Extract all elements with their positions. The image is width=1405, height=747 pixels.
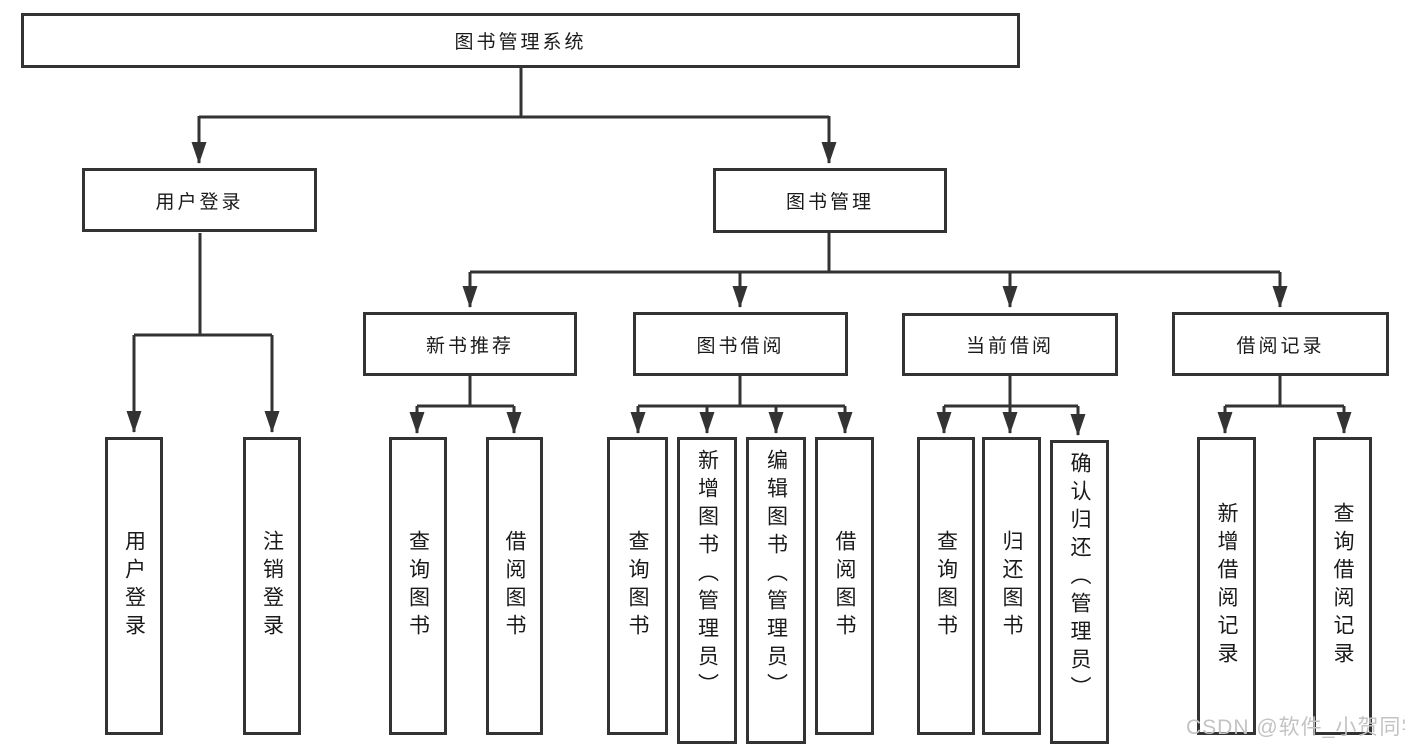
leaf-logout: 注销登录	[243, 437, 301, 735]
leaf-search-book-3-label: 查询图书	[934, 530, 958, 642]
leaf-confirm-return-admin-label: 确认归还（管理员）	[1068, 452, 1091, 704]
leaf-search-book-label: 查询图书	[406, 530, 430, 642]
node-root-label: 图书管理系统	[454, 32, 587, 53]
leaf-add-book-admin-label: 新增图书（管理员）	[695, 449, 719, 701]
leaf-borrow-book-label: 借阅图书	[503, 530, 526, 642]
leaf-search-book: 查询图书	[389, 437, 447, 735]
node-user-login: 用户登录	[82, 168, 317, 232]
leaf-confirm-return-admin: 确认归还（管理员）	[1050, 440, 1109, 744]
leaf-return-book-label: 归还图书	[1000, 530, 1023, 642]
node-borrow-records: 借阅记录	[1172, 312, 1389, 376]
node-new-book-recommend-label: 新书推荐	[425, 335, 514, 357]
leaf-return-book: 归还图书	[982, 437, 1041, 735]
leaf-borrow-book: 借阅图书	[486, 437, 543, 735]
leaf-search-book-2-label: 查询图书	[626, 530, 649, 642]
leaf-borrow-book-2-label: 借阅图书	[833, 530, 856, 642]
node-user-login-label: 用户登录	[155, 191, 244, 213]
leaf-edit-book-admin: 编辑图书（管理员）	[746, 437, 806, 744]
leaf-user-login: 用户登录	[105, 437, 163, 735]
node-new-book-recommend: 新书推荐	[363, 312, 577, 376]
leaf-search-borrow-record-label: 查询借阅记录	[1331, 502, 1354, 670]
node-current-borrow: 当前借阅	[902, 313, 1118, 376]
leaf-borrow-book-2: 借阅图书	[815, 437, 874, 735]
node-book-borrow: 图书借阅	[633, 312, 848, 376]
node-book-management-label: 图书管理	[785, 192, 874, 213]
leaf-logout-label: 注销登录	[260, 530, 284, 642]
node-book-borrow-label: 图书借阅	[696, 335, 785, 357]
watermark-text: CSDN @软件_小贺同学	[1186, 716, 1405, 739]
node-borrow-records-label: 借阅记录	[1236, 335, 1325, 357]
leaf-add-borrow-record: 新增借阅记录	[1197, 437, 1256, 735]
node-root: 图书管理系统	[21, 13, 1020, 68]
leaf-search-book-3: 查询图书	[917, 437, 975, 735]
leaf-search-borrow-record: 查询借阅记录	[1313, 437, 1372, 735]
leaf-add-borrow-record-label: 新增借阅记录	[1215, 502, 1238, 670]
leaf-add-book-admin: 新增图书（管理员）	[677, 437, 737, 744]
node-book-management: 图书管理	[713, 168, 947, 233]
leaf-edit-book-admin-label: 编辑图书（管理员）	[764, 449, 788, 701]
leaf-search-book-2: 查询图书	[607, 437, 668, 735]
node-current-borrow-label: 当前借阅	[965, 336, 1054, 357]
leaf-user-login-label: 用户登录	[122, 530, 146, 642]
